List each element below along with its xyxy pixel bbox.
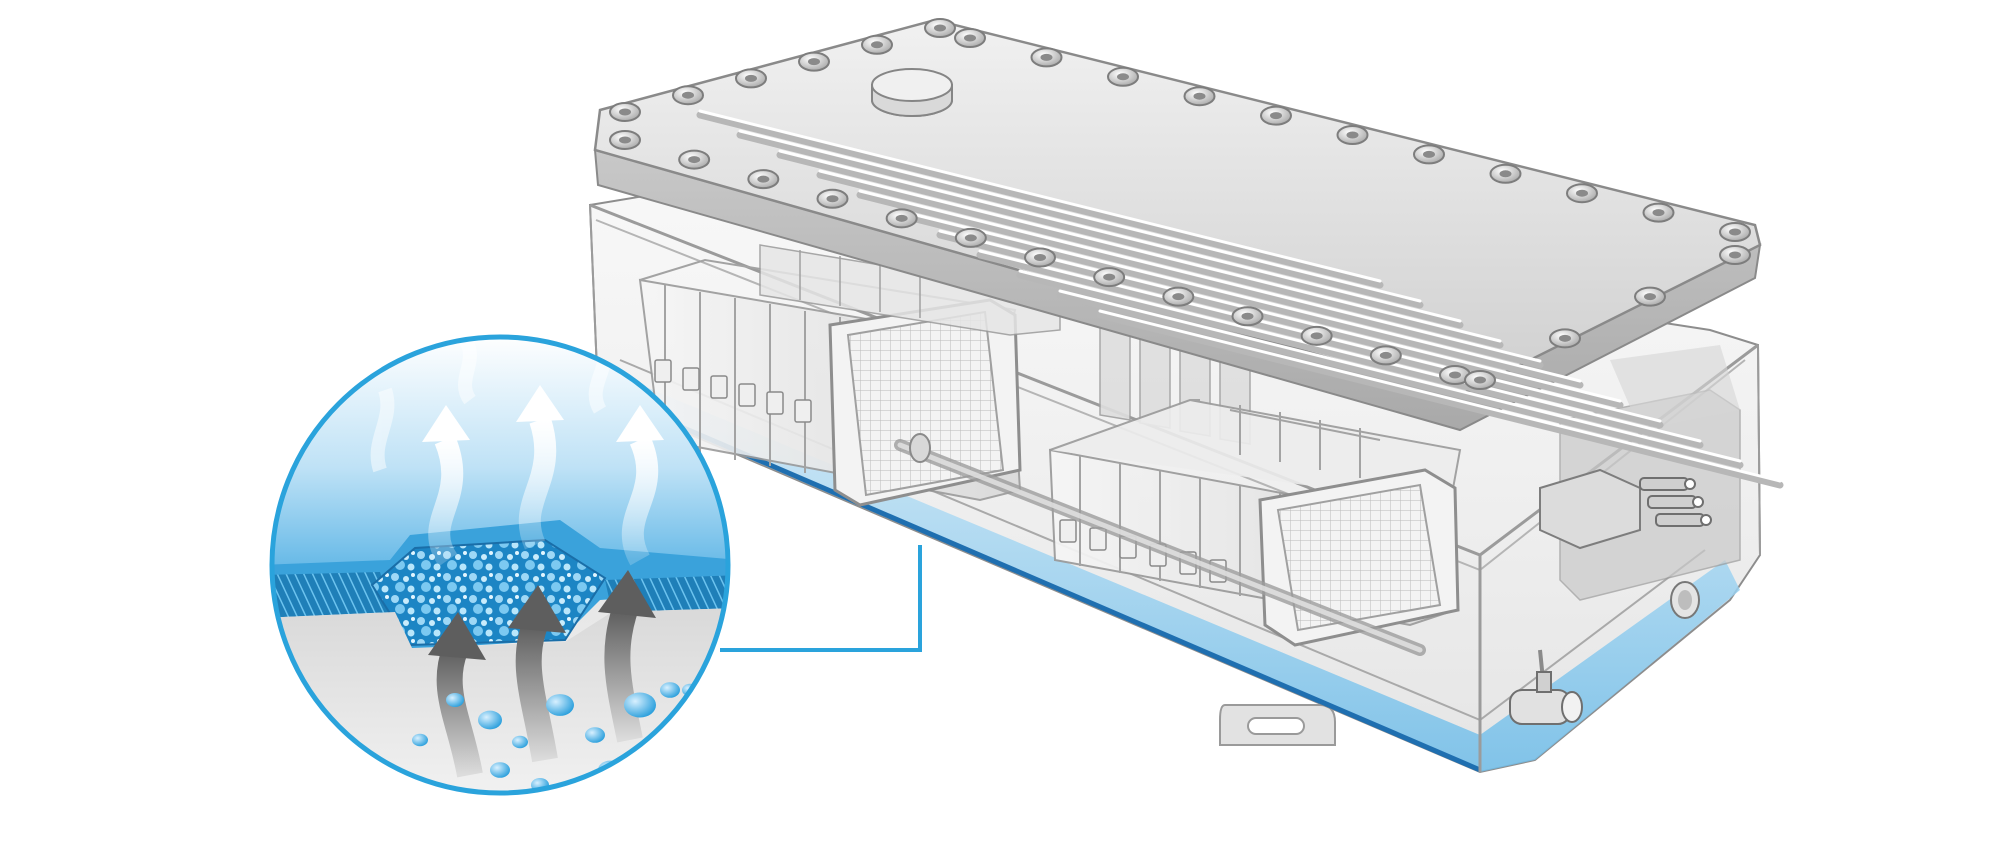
lid-screw-head (1117, 73, 1129, 81)
lid-screw-head (688, 156, 701, 164)
lid-rib-highlight (858, 189, 1542, 363)
lid-rib-highlight (1018, 269, 1702, 443)
water-droplet (466, 794, 494, 816)
lid-screw-head (619, 136, 631, 144)
lid-screw-head (1241, 312, 1254, 320)
lid-screw-head (1034, 254, 1046, 261)
lid-screws (609, 18, 1751, 390)
moisture-arrows (436, 605, 643, 778)
enclosure-lid (593, 18, 1784, 489)
lid-rib (1056, 291, 1744, 469)
water-droplet (585, 727, 605, 743)
lid-rib (856, 191, 1544, 369)
lid-screw-head (619, 108, 631, 116)
lid-screw-head (745, 74, 757, 82)
lid-screw-head (1346, 131, 1359, 139)
lid-screw-head (757, 175, 770, 183)
lid-rib-highlight (1098, 309, 1782, 483)
lid-screw-head (1172, 293, 1185, 301)
lid-rib (816, 171, 1504, 349)
lid-rib-highlight (1058, 289, 1742, 463)
lid-screw-head (808, 58, 820, 66)
lid-screw-head (1644, 293, 1656, 301)
lid-rib-highlight (818, 169, 1502, 343)
side-port-icon (1670, 581, 1700, 619)
lid-rib-highlight (698, 109, 1382, 283)
lid-screw-head (1449, 371, 1461, 379)
lid-screw-head (1559, 334, 1571, 342)
lid-screw-head (1423, 150, 1435, 158)
lid-rib (1016, 271, 1704, 449)
water-droplet (660, 682, 680, 698)
lid-rib (696, 111, 1384, 289)
drain-valve-icon (1509, 649, 1583, 725)
water-droplet (546, 694, 574, 716)
water-droplet (490, 762, 510, 778)
detail-circle-border (269, 334, 731, 796)
lid-rib-highlight (778, 149, 1462, 323)
lid-screw-head (1729, 251, 1741, 259)
lid-screw-head (1310, 332, 1323, 340)
lid-rib (936, 231, 1624, 409)
lid-rib (1096, 311, 1784, 489)
water-droplet (478, 710, 502, 730)
lid-rib (896, 211, 1584, 389)
lid-screw-head (895, 214, 908, 222)
lid-rib-highlight (898, 209, 1582, 383)
lid-screw-head (1729, 228, 1741, 236)
water-droplet (412, 733, 428, 747)
connector-icon (1539, 468, 1712, 550)
lid-screw-head (682, 91, 694, 99)
lid-screw-head (1499, 170, 1512, 178)
water-droplet (512, 735, 528, 749)
water-droplet (680, 714, 720, 746)
lid-screw-head (934, 24, 946, 32)
porous-membrane (370, 538, 607, 647)
lid-screw-head (1270, 112, 1282, 120)
lid-rib (736, 131, 1424, 309)
lid-screw-head (1379, 351, 1392, 359)
lid-screw-head (826, 195, 839, 203)
mounting-tab-icon (1219, 704, 1336, 746)
vapor-arrows (428, 416, 659, 567)
lid-screw-head (964, 234, 977, 242)
water-droplet (624, 692, 656, 718)
lid-screw-head (964, 34, 976, 42)
water-droplet (446, 692, 464, 708)
lid-rib-highlight (738, 129, 1422, 303)
lid-screw-head (1474, 376, 1486, 384)
callout-leader-line (720, 545, 922, 652)
lid-screw-head (1652, 209, 1665, 217)
vent-cap-icon (871, 68, 953, 117)
lid-screw-head (1103, 273, 1116, 281)
lid-rib (776, 151, 1464, 329)
lid-screw-head (1576, 189, 1588, 197)
lid-screw-head (1040, 53, 1053, 61)
lid-screw-head (871, 41, 883, 49)
lid-screw-head (1193, 92, 1206, 100)
